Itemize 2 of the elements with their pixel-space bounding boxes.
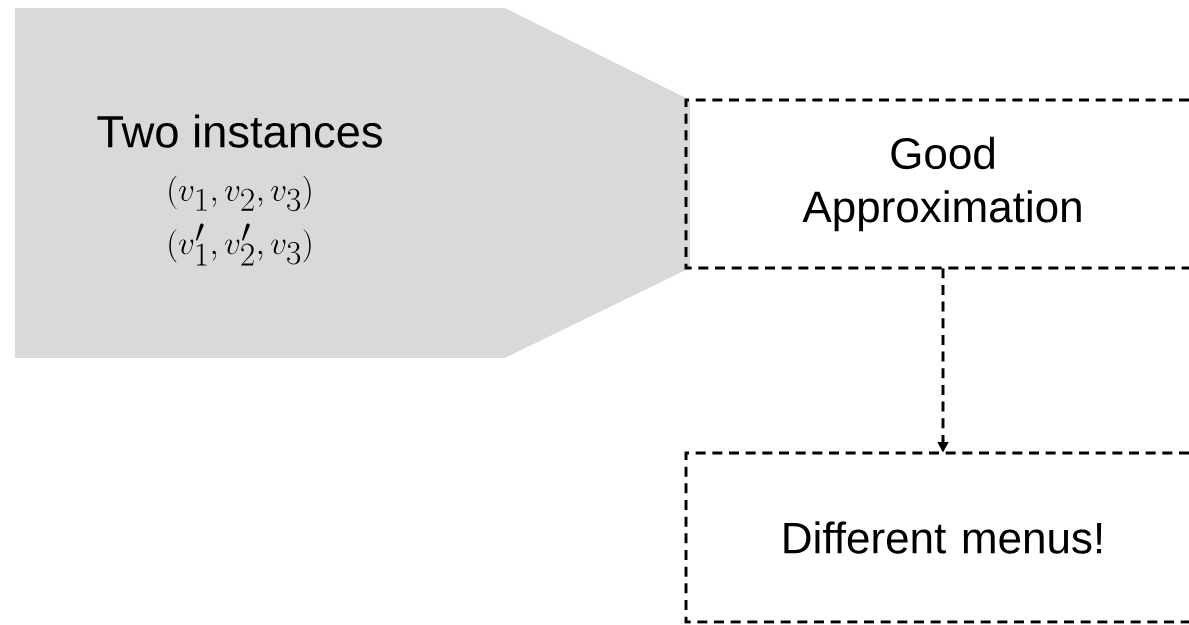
dashed-box: Good Approximation xyxy=(684,98,1189,270)
dashed-box: Different menus! xyxy=(684,451,1189,624)
